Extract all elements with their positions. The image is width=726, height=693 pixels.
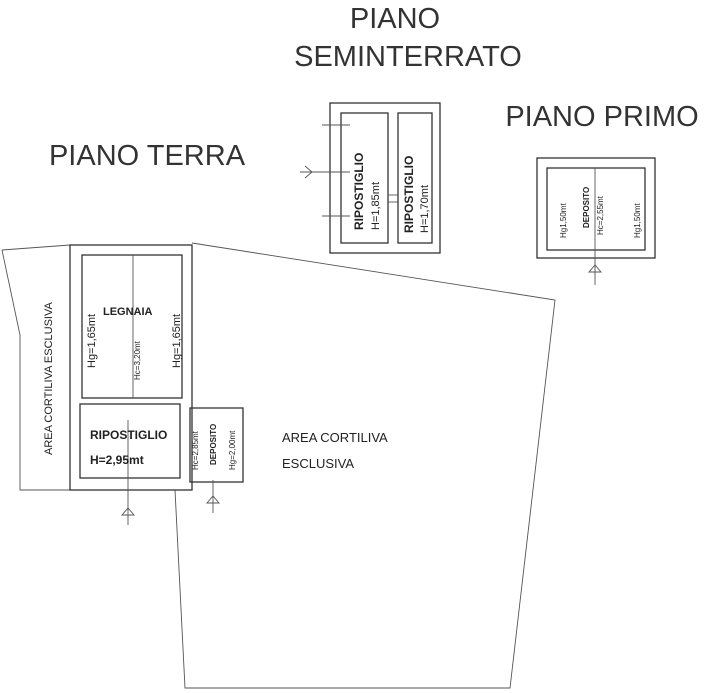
room-name: DEPOSITO (582, 187, 591, 228)
height-label: Hg=1,65mt (86, 314, 98, 368)
plan-seminterrato: RIPOSTIGLIO H=1,85mt RIPOSTIGLIO H=1,70m… (300, 102, 441, 254)
title-piano-terra: PIANO TERRA (49, 140, 246, 172)
room-height: H=2,95mt (90, 453, 144, 467)
height-label: Hc=2,55mt (596, 195, 605, 235)
plan-piano-primo: Hg1,50mt DEPOSITO Hc=2,55mt Hg1,50mt (536, 157, 656, 285)
height-label: Hg1,50mt (633, 203, 642, 238)
title-seminterrato-line2: SEMINTERRATO (294, 41, 522, 73)
room-name: RIPOSTIGLIO (402, 156, 416, 233)
room-name: RIPOSTIGLIO (90, 428, 167, 442)
height-label: Hg1,50mt (559, 203, 568, 238)
title-piano-primo: PIANO PRIMO (505, 101, 698, 133)
room-name: LEGNAIA (103, 306, 153, 318)
title-seminterrato-line1: PIANO (350, 3, 440, 35)
area-label: ESCLUSIVA (282, 456, 354, 471)
room-height: H=1,70mt (419, 185, 431, 233)
room-name: RIPOSTIGLIO (352, 153, 366, 230)
area-label: AREA CORTILIVA (282, 430, 388, 445)
room-height: H=1,85mt (370, 182, 382, 230)
height-label: Hc=3,20mt (133, 340, 142, 380)
height-label: Hg=1,65mt (171, 314, 183, 368)
entrance-arrow-icon (206, 495, 220, 504)
height-label: Hc=2,85mt (191, 430, 200, 470)
height-label: Hg=2,00mt (228, 430, 237, 470)
entrance-arrow-icon (304, 165, 313, 179)
plan-piano-terra: AREA CORTILIVA ESCLUSIVA LEGNAIA Hg=1,65… (1, 242, 556, 689)
entrance-arrow-icon (121, 507, 135, 516)
entrance-arrow-icon (588, 264, 602, 273)
area-label: AREA CORTILIVA ESCLUSIVA (43, 302, 55, 455)
room-name: DEPOSITO (209, 424, 218, 465)
